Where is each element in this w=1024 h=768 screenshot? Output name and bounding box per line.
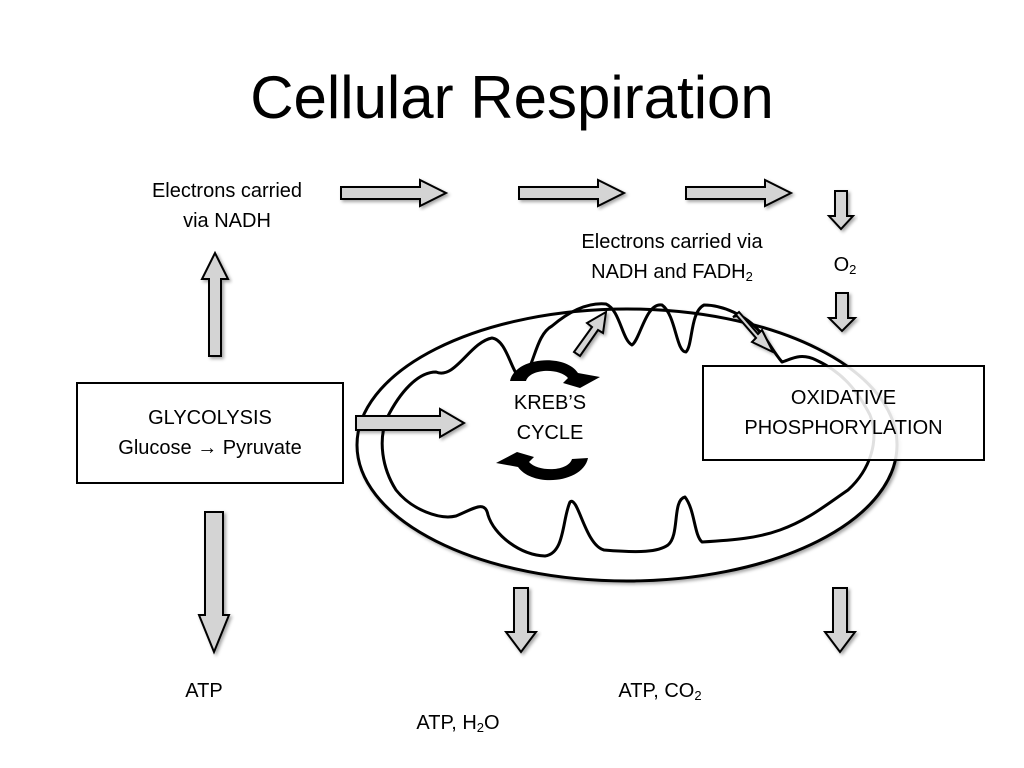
- arrow-right-pyruvate: [355, 407, 466, 439]
- arrow-down-atp-h2o: [504, 587, 538, 654]
- glycolysis-title: GLYCOLYSIS: [148, 407, 272, 429]
- arrow-diagonal-up-krebs: [572, 310, 608, 358]
- label-electrons-nadh: Electrons carried via NADH: [151, 180, 303, 232]
- arrow-down-from-o2: [826, 292, 858, 333]
- label-atp-co2: ATP, CO2: [618, 680, 702, 703]
- label-o2: O2: [833, 254, 857, 277]
- label-atp-h2o: ATP, H2O: [416, 712, 500, 735]
- krebs-cycle-label: KREB’S CYCLE: [513, 392, 587, 444]
- arrow-down-to-o2: [826, 190, 856, 231]
- page-title: Cellular Respiration: [250, 64, 774, 131]
- glycolysis-reaction: Glucose → Pyruvate: [118, 437, 302, 459]
- label-atp-glycolysis: ATP: [185, 680, 223, 702]
- krebs-arrow-bottom: [496, 452, 588, 481]
- arrow-right-3: [685, 178, 794, 208]
- glycolysis-box: GLYCOLYSIS Glucose → Pyruvate: [76, 382, 344, 484]
- arrow-down-atp-co2: [823, 587, 857, 654]
- label-electrons-nadh-fadh: Electrons carried via NADH and FADH2: [581, 231, 763, 284]
- arrow-diagonal-down-oxidative: [732, 310, 776, 355]
- krebs-cycle-arrows: [496, 360, 600, 481]
- arrow-down-atp-glycolysis: [197, 511, 231, 655]
- arrow-right-2: [518, 178, 627, 208]
- arrow-right-1: [340, 178, 449, 208]
- arrow-up-glycolysis: [200, 250, 230, 357]
- oxidative-phosphorylation-box: OXIDATIVE PHOSPHORYLATION: [702, 365, 985, 461]
- krebs-arrow-top: [510, 360, 600, 388]
